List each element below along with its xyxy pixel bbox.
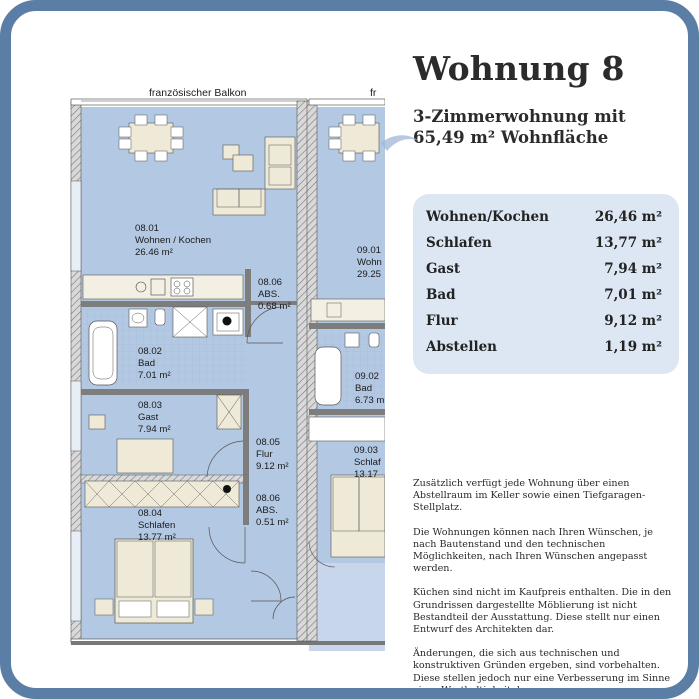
area-value: 1,19 m²: [604, 339, 662, 355]
area-row: Flur 9,12 m²: [426, 308, 662, 334]
area-table-box: Wohnen/Kochen 26,46 m² Schlafen 13,77 m² G…: [413, 194, 679, 374]
svg-text:29.25: 29.25: [357, 269, 381, 280]
guest-bed: [116, 438, 174, 474]
area-row: Wohnen/Kochen 26,46 m²: [426, 204, 662, 230]
note-paragraph: Küchen sind nicht im Kaufpreis enthalten…: [413, 587, 672, 636]
room-label-gast: 08.03 Gast 7.94 m²: [138, 400, 171, 435]
wardrobe: [84, 480, 240, 508]
svg-text:09.01: 09.01: [357, 245, 381, 256]
room-label-abs-2: 08.06 ABS. 0.51 m²: [256, 493, 289, 528]
kitchen-counter: [82, 274, 244, 300]
subtitle: 3-Zimmerwohnung mit 65,49 m² Wohnfläche: [413, 106, 626, 148]
svg-text:09.03: 09.03: [354, 445, 378, 456]
dining-table: [128, 122, 174, 154]
balcony-label-cut: fr: [370, 87, 377, 99]
svg-text:Gast: Gast: [138, 412, 159, 423]
floor-plan: französischer Balkon fr 08.01 Wohnen / K…: [59, 71, 385, 651]
svg-text:08.05: 08.05: [256, 437, 280, 448]
svg-text:13.77 m²: 13.77 m²: [138, 532, 177, 543]
note-paragraph: Zusätzlich verfügt jede Wohnung über ein…: [413, 478, 646, 514]
area-value: 7,01 m²: [604, 287, 662, 303]
svg-text:Schlaf: Schlaf: [354, 457, 381, 468]
svg-text:Bad: Bad: [355, 383, 372, 394]
room-label-unit9-schlaf: 09.03 Schlaf 13.17: [354, 445, 381, 480]
svg-text:Bad: Bad: [138, 358, 155, 369]
area-row: Abstellen 1,19 m²: [426, 334, 662, 360]
room-label-wohnen: 08.01 Wohnen / Kochen 26.46 m²: [135, 223, 211, 258]
page-title: Wohnung 8: [413, 49, 625, 88]
svg-text:7.01 m²: 7.01 m²: [138, 370, 171, 381]
svg-text:ABS.: ABS.: [256, 505, 278, 516]
shaft-marker: [222, 316, 232, 326]
svg-text:Wohn: Wohn: [357, 257, 382, 268]
area-value: 13,77 m²: [594, 235, 662, 251]
svg-text:09.02: 09.02: [355, 371, 379, 382]
svg-text:ABS.: ABS.: [258, 289, 280, 300]
note-paragraph: Die Wohnungen können nach Ihren Wünschen…: [413, 526, 653, 575]
svg-text:13.17: 13.17: [354, 469, 378, 480]
swoosh-decoration: [381, 135, 419, 151]
room-label-bad: 08.02 Bad 7.01 m²: [138, 346, 171, 381]
svg-text:26.46 m²: 26.46 m²: [135, 247, 174, 258]
svg-text:0.51 m²: 0.51 m²: [256, 517, 289, 528]
area-name: Abstellen: [426, 339, 498, 355]
svg-text:08.03: 08.03: [138, 400, 162, 411]
armchair: [264, 136, 296, 190]
area-row: Gast 7,94 m²: [426, 256, 662, 282]
area-row: Schlafen 13,77 m²: [426, 230, 662, 256]
svg-text:08.06: 08.06: [256, 493, 280, 504]
area-name: Gast: [426, 261, 461, 277]
room-label-unit9-wohn: 09.01 Wohn 29.25: [357, 245, 382, 280]
svg-text:08.01: 08.01: [135, 223, 159, 234]
area-name: Flur: [426, 313, 458, 329]
room-label-unit9-bad: 09.02 Bad 6.73 m: [355, 371, 384, 406]
area-name: Schlafen: [426, 235, 492, 251]
svg-text:7.94 m²: 7.94 m²: [138, 424, 171, 435]
room-label-schlafen: 08.04 Schlafen 13.77 m²: [138, 508, 177, 543]
balcony-label: französischer Balkon: [149, 87, 247, 99]
svg-text:08.02: 08.02: [138, 346, 162, 357]
bathtub: [88, 320, 118, 386]
svg-text:08.06: 08.06: [258, 277, 282, 288]
note-paragraph: Änderungen, die sich aus technischen und…: [413, 648, 671, 696]
room-label-abs-1: 08.06 ABS. 0.68 m²: [258, 277, 291, 312]
svg-text:Wohnen / Kochen: Wohnen / Kochen: [135, 235, 211, 246]
area-value: 26,46 m²: [594, 209, 662, 225]
unit-9-lower-strip: [309, 563, 385, 651]
room-label-flur: 08.05 Flur 9.12 m²: [256, 437, 289, 472]
subtitle-line-2: 65,49 m² Wohnfläche: [413, 128, 609, 147]
area-name: Bad: [426, 287, 456, 303]
area-value: 9,12 m²: [604, 313, 662, 329]
svg-text:6.73 m: 6.73 m: [355, 395, 384, 406]
area-name: Wohnen/Kochen: [426, 209, 549, 225]
area-value: 7,94 m²: [604, 261, 662, 277]
svg-text:08.04: 08.04: [138, 508, 163, 519]
svg-text:Flur: Flur: [256, 449, 273, 460]
subtitle-line-1: 3-Zimmerwohnung mit: [413, 107, 626, 126]
area-table: Wohnen/Kochen 26,46 m² Schlafen 13,77 m² G…: [426, 204, 662, 360]
area-row: Bad 7,01 m²: [426, 282, 662, 308]
svg-text:Schlafen: Schlafen: [138, 520, 175, 531]
svg-text:0.68 m²: 0.68 m²: [258, 301, 291, 312]
notes: Zusätzlich verfügt jede Wohnung über ein…: [413, 478, 675, 696]
svg-text:9.12 m²: 9.12 m²: [256, 461, 289, 472]
